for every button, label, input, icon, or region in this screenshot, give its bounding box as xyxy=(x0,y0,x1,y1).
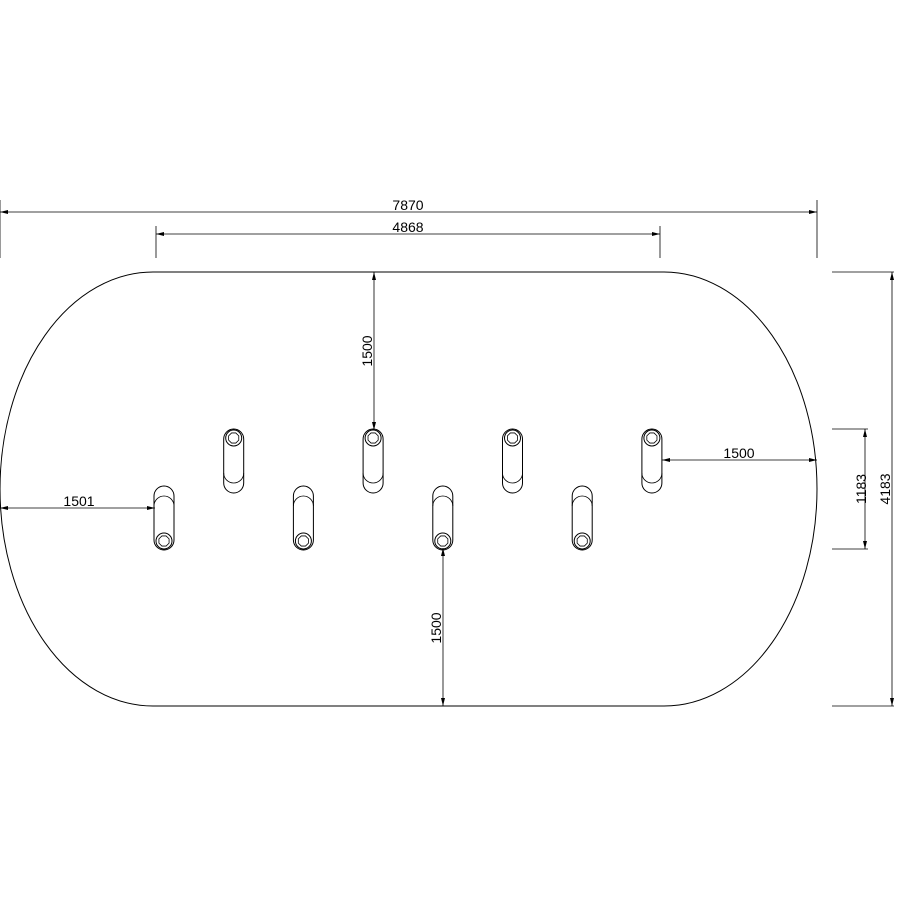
dimension-label-row-spacing: 1183 xyxy=(853,474,869,504)
post-body xyxy=(362,428,384,494)
dimension-label-right-offset: 1500 xyxy=(723,445,754,461)
post-inner-arc xyxy=(293,495,314,507)
dimension-bottom-offset: 1500 xyxy=(428,548,445,706)
post-head-octagon xyxy=(228,432,240,444)
dimension-label-top-offset: 1500 xyxy=(359,335,375,366)
post-head-octagon xyxy=(158,535,170,547)
dimension-label-left-offset: 1501 xyxy=(63,493,94,509)
dimension-label-overall-width: 7870 xyxy=(392,197,423,213)
post-head-octagon xyxy=(646,432,658,444)
post-body xyxy=(641,428,663,494)
post-2 xyxy=(223,428,245,494)
post-4 xyxy=(362,428,384,494)
post-head xyxy=(573,532,591,550)
post-head xyxy=(504,429,521,447)
post-head xyxy=(434,532,452,550)
base-outline xyxy=(0,271,818,707)
post-body xyxy=(153,485,175,551)
posts-group xyxy=(153,428,663,551)
dimension-label-bottom-offset: 1500 xyxy=(428,612,444,643)
post-8 xyxy=(641,428,663,494)
dimension-left-offset: 1501 xyxy=(0,493,155,510)
post-1 xyxy=(153,485,175,551)
dimension-label-overall-height: 4183 xyxy=(877,473,893,504)
post-3 xyxy=(292,485,314,551)
post-head xyxy=(155,532,173,550)
post-inner-arc xyxy=(153,495,175,507)
post-head-octagon xyxy=(507,432,518,444)
post-inner-arc xyxy=(571,495,593,507)
post-inner-arc xyxy=(502,472,523,484)
post-head-octagon xyxy=(367,432,379,444)
post-head xyxy=(643,429,661,447)
post-head xyxy=(364,429,382,447)
post-body xyxy=(432,485,454,551)
dimension-label-inner-width: 4868 xyxy=(392,219,423,235)
dimension-top-offset: 1500 xyxy=(359,272,376,430)
post-head xyxy=(225,429,243,447)
dimension-row-spacing: 1183 xyxy=(832,428,869,550)
post-head-octagon xyxy=(437,535,449,547)
post-body xyxy=(223,428,245,494)
post-body xyxy=(571,485,593,551)
post-head-octagon xyxy=(297,535,309,547)
post-body xyxy=(502,428,523,494)
dimension-overall-width: 7870 xyxy=(0,197,818,258)
post-head xyxy=(294,532,312,550)
post-7 xyxy=(571,485,593,551)
post-inner-arc xyxy=(432,495,454,507)
dimension-inner-width: 4868 xyxy=(155,219,661,258)
post-inner-arc xyxy=(362,472,384,484)
post-body xyxy=(292,485,314,551)
post-head-octagon xyxy=(576,535,588,547)
post-inner-arc xyxy=(641,472,663,484)
post-inner-arc xyxy=(223,472,245,484)
dimension-overall-height: 4183 xyxy=(832,271,894,707)
dimension-right-offset: 1500 xyxy=(662,445,817,462)
post-5 xyxy=(432,485,454,551)
post-6 xyxy=(502,428,523,494)
